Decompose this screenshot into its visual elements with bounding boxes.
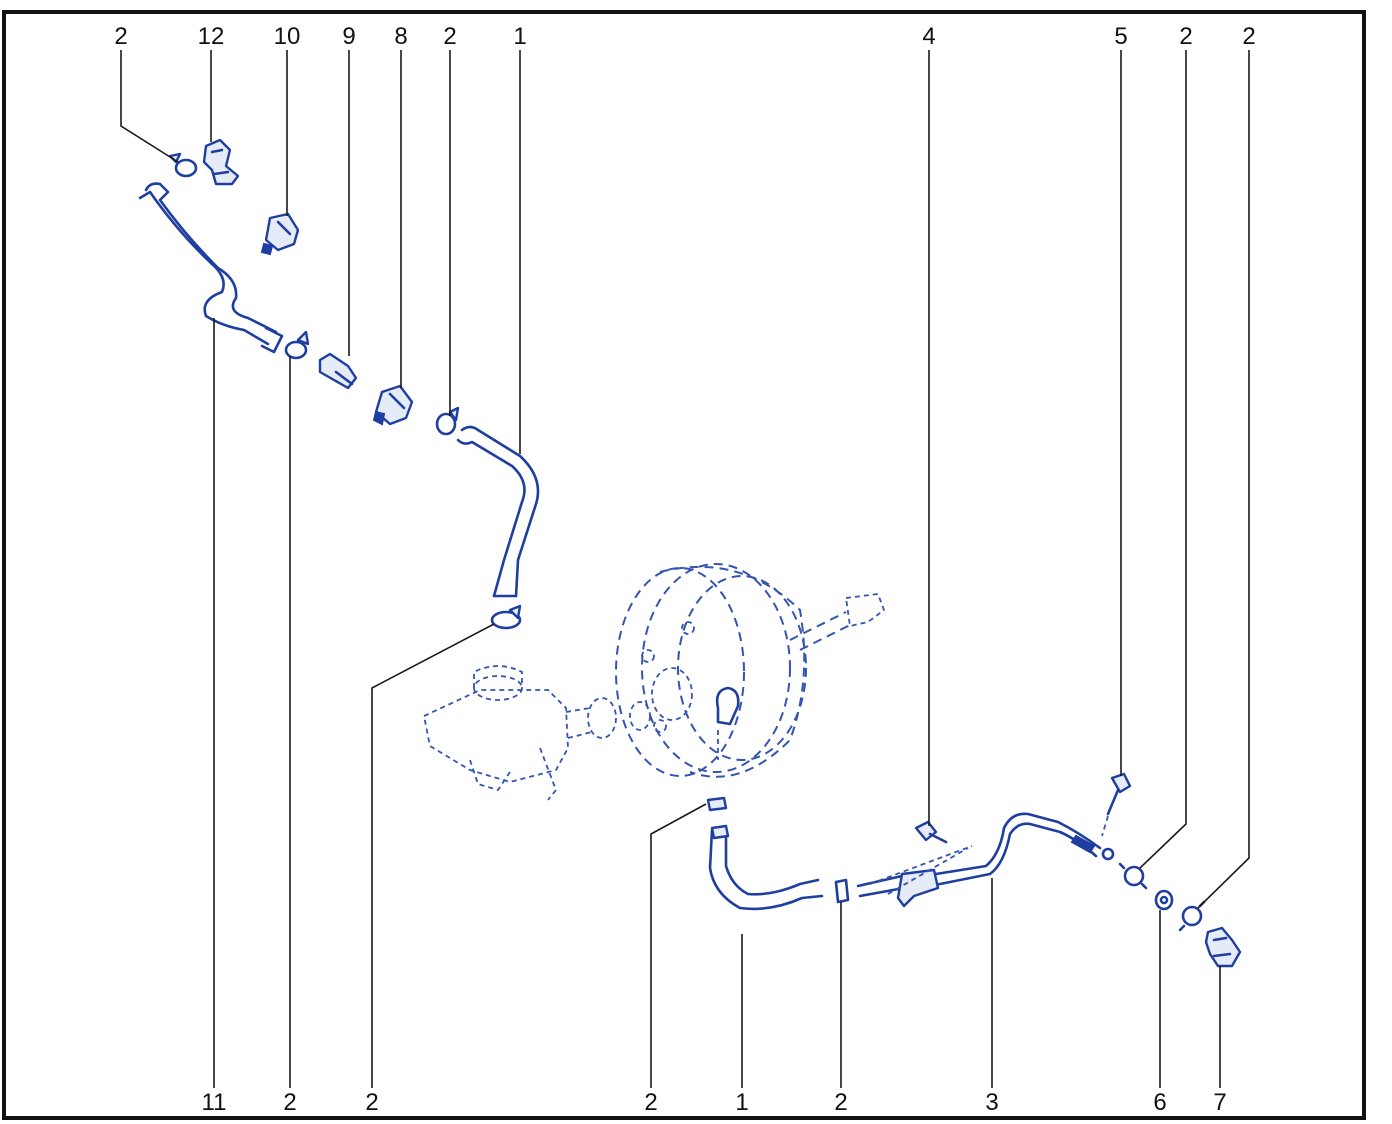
- callout-top-8: 4: [922, 23, 935, 50]
- hose-clamp-hose-1-top: [435, 406, 460, 436]
- valve-part-8: [372, 384, 414, 426]
- callout-top-3: 10: [274, 23, 301, 50]
- bolt-part-4: [914, 820, 948, 844]
- callout-bottom-3: 2: [365, 1089, 378, 1116]
- callout-top-11: 2: [1242, 23, 1255, 50]
- bolt-part-5: [1101, 772, 1132, 837]
- callout-bottom-8: 6: [1153, 1089, 1166, 1116]
- upper-vacuum-hose: [138, 182, 284, 354]
- callouts-bottom: 11 2 2 2 1 2 3 6 7: [202, 1089, 1227, 1116]
- diagram-frame: [2, 10, 1366, 1120]
- callout-top-1: 2: [114, 23, 127, 50]
- callout-bottom-5: 1: [735, 1089, 748, 1116]
- hose-clamp-hose-1-bottom: [490, 604, 522, 630]
- valve-part-10: [260, 212, 300, 256]
- hose-clamp-lower-mid: [834, 878, 850, 904]
- callout-top-6: 2: [443, 23, 456, 50]
- washer-part-6: [1154, 889, 1174, 911]
- callout-bottom-7: 3: [985, 1089, 998, 1116]
- connector-part-7: [1204, 926, 1242, 968]
- callout-top-4: 9: [342, 23, 355, 50]
- leader-lines: [120, 50, 1250, 1088]
- hose-clamp-upper-mid: [284, 330, 310, 360]
- callout-bottom-1: 11: [202, 1089, 227, 1116]
- callout-bottom-9: 7: [1213, 1089, 1226, 1116]
- brake-booster: [615, 563, 886, 778]
- callout-bottom-4: 2: [644, 1089, 657, 1116]
- vacuum-hose-part-1-lower: [706, 796, 824, 911]
- callout-top-10: 2: [1179, 23, 1192, 50]
- callout-top-7: 1: [513, 23, 526, 50]
- hose-clamp-upper-left: [168, 152, 198, 178]
- callout-top-5: 8: [394, 23, 407, 50]
- vacuum-hose-part-1-middle: [456, 425, 540, 598]
- callout-bottom-6: 2: [834, 1089, 847, 1116]
- vacuum-tube-part-3: [856, 812, 1115, 908]
- booster-vacuum-port: [715, 686, 740, 760]
- callout-top-9: 5: [1114, 23, 1127, 50]
- master-cylinder: [422, 665, 651, 801]
- connector-part-12: [202, 138, 240, 186]
- callout-bottom-2: 2: [283, 1089, 296, 1116]
- callouts-top: 2 12 10 9 8 2 1 4 5 2 2: [114, 23, 1255, 50]
- callout-top-2: 12: [198, 23, 225, 50]
- fitting-part-9: [318, 352, 358, 390]
- hose-clamp-lower-right-a: [1118, 862, 1148, 890]
